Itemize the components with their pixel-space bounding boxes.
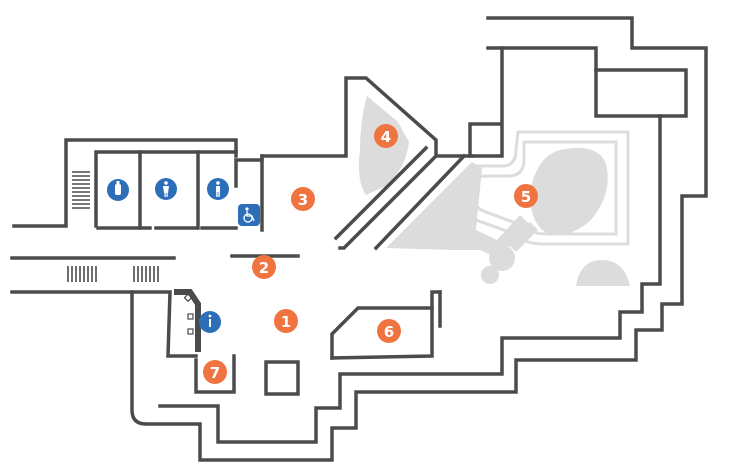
room-6-wall [330, 290, 442, 360]
corridor-stairs-icon [67, 266, 97, 282]
poi-label-5: 5 [521, 188, 531, 206]
corridor-stairs-icon [133, 266, 159, 282]
zone-5-track [460, 130, 630, 246]
poi-marker-2[interactable]: 2 [252, 255, 276, 279]
zone-5-central-area [530, 147, 608, 236]
info-icon[interactable] [199, 311, 221, 333]
poi-marker-4[interactable]: 4 [374, 124, 398, 148]
poi-marker-5[interactable]: 5 [514, 184, 538, 208]
poi-marker-6[interactable]: 6 [377, 319, 401, 343]
room-4-diagonal [333, 145, 429, 241]
entrance-box [264, 360, 300, 396]
poi-label-2: 2 [259, 259, 269, 277]
poi-marker-3[interactable]: 3 [291, 187, 315, 211]
room-3-top-wall [260, 76, 474, 158]
counter-seat-icon [187, 313, 194, 320]
annex-room-wall [594, 68, 662, 118]
zone-5-track-inner [472, 140, 618, 236]
room-4-inner-diagonal [338, 153, 439, 250]
baby-bottle-icon[interactable] [107, 179, 129, 201]
zone-5-round-feature [489, 245, 515, 271]
zone-5-small-feature [481, 266, 499, 284]
restroom-block-wall [94, 150, 238, 228]
wheelchair-icon[interactable] [238, 204, 260, 226]
outer-wall [130, 16, 708, 462]
poi-label-4: 4 [381, 128, 391, 146]
poi-marker-1[interactable]: 1 [274, 309, 298, 333]
zone-5-diagonal-area [386, 162, 530, 258]
poi-marker-7[interactable]: 7 [203, 360, 227, 384]
room-6-right-wall [330, 306, 434, 360]
left-wing-wall [12, 138, 238, 228]
room-7-wall [194, 354, 236, 394]
counter-seat-icon [187, 328, 194, 335]
info-counter [174, 289, 201, 352]
counter-seat-icon [183, 293, 193, 303]
accessible-room-wall [234, 154, 264, 188]
corridor-bottom-wall [10, 290, 198, 358]
inner-outer-wall [158, 46, 688, 444]
zone-5-dome [576, 260, 630, 286]
poi-label-3: 3 [298, 191, 308, 209]
man-icon[interactable] [207, 178, 229, 200]
poi-label-1: 1 [281, 313, 291, 331]
room-4-right-diagonal [373, 153, 467, 251]
woman-icon[interactable] [155, 178, 177, 200]
annex-wall [468, 46, 504, 158]
poi-label-6: 6 [384, 323, 394, 341]
stairs-icon [72, 171, 90, 209]
poi-label-7: 7 [210, 364, 220, 382]
